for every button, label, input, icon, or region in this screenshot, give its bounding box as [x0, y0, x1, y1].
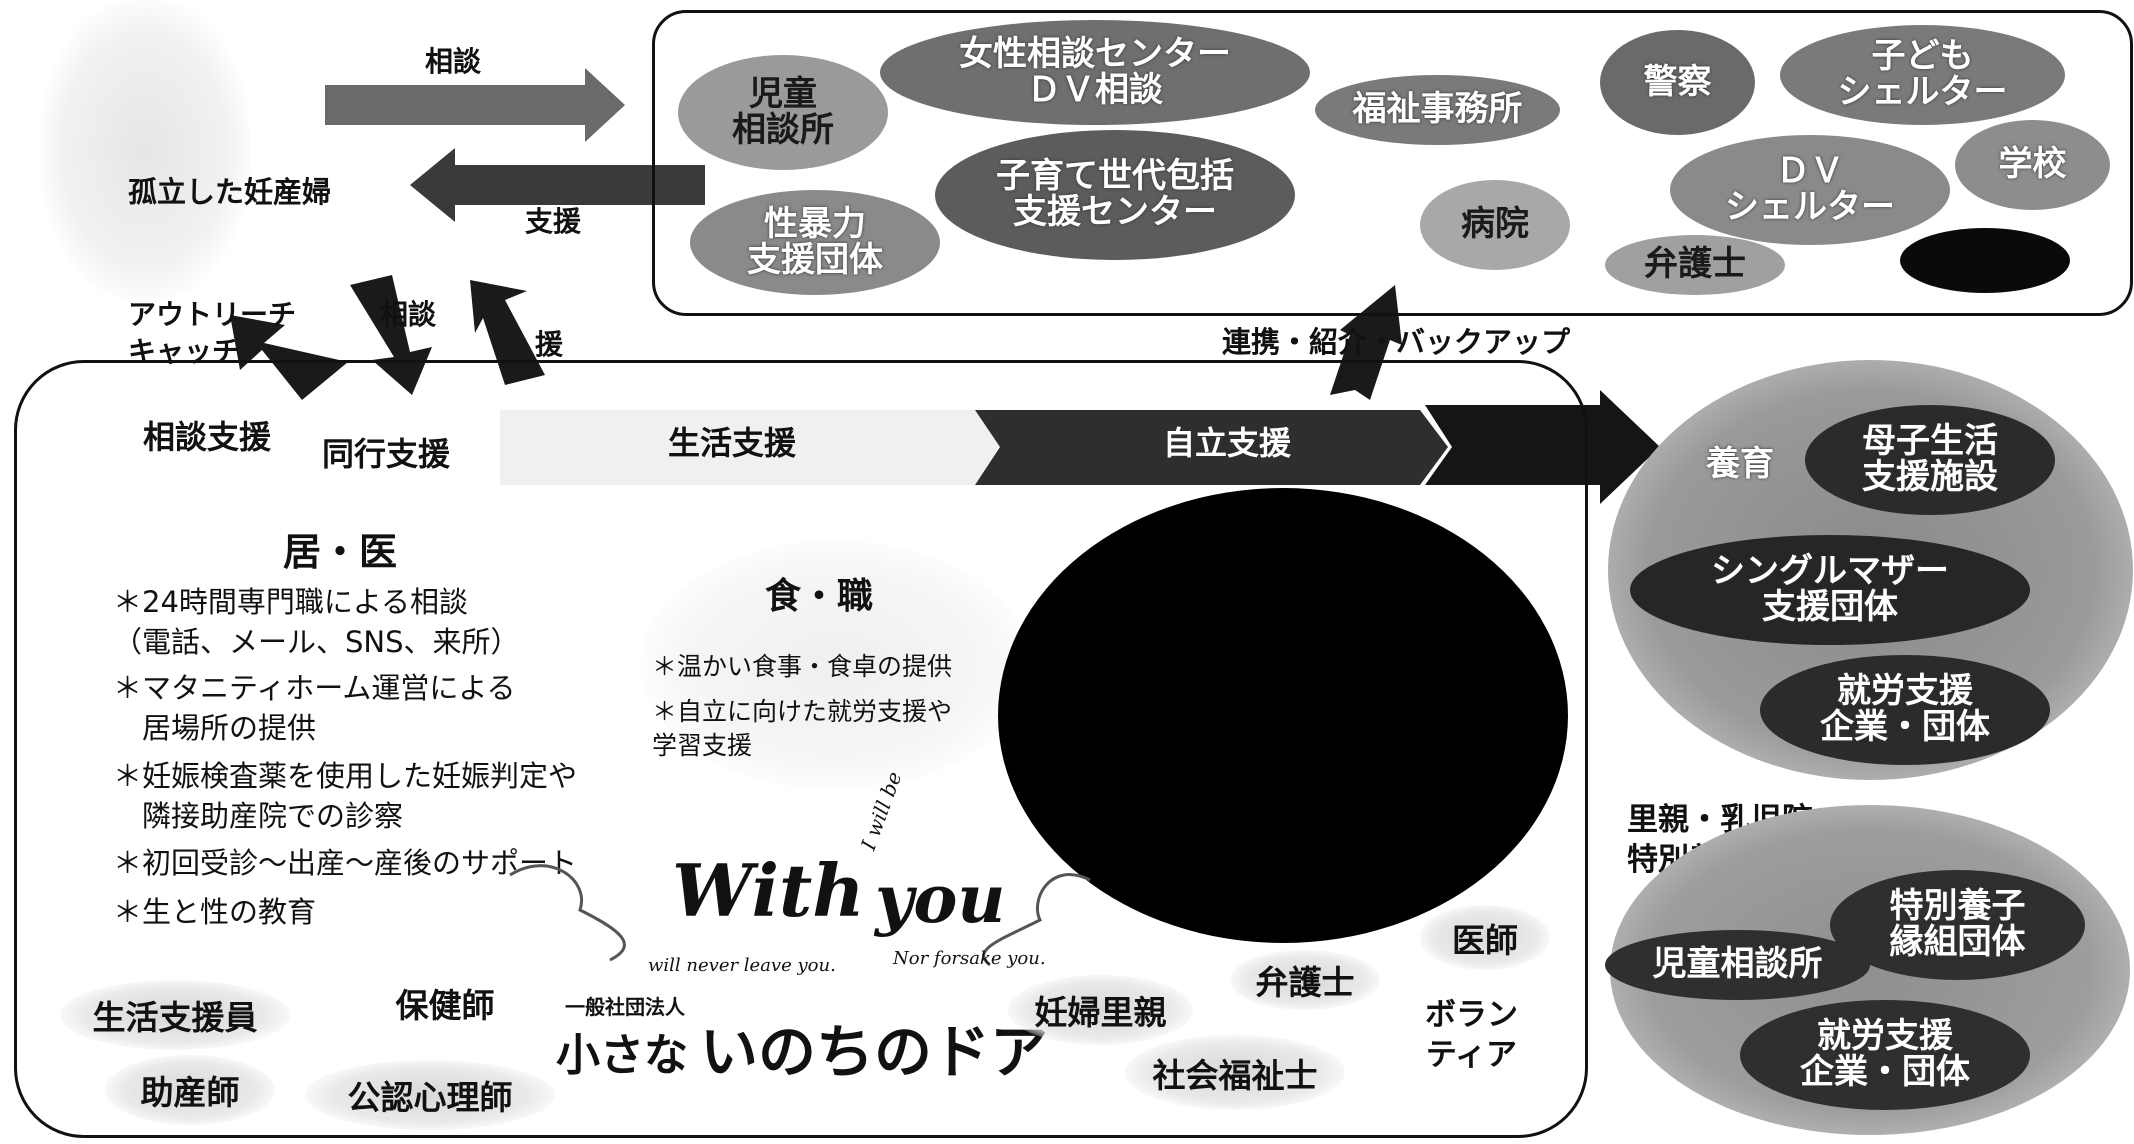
outreach-arrow — [230, 315, 348, 400]
housing-medical-heading: 居・医 — [283, 530, 398, 574]
housing-item-1: ＊24時間専門職による相談 （電話、メール、SNS、来所） — [113, 585, 520, 659]
consult-label-2: 相談 — [380, 298, 437, 331]
consult-arrow — [325, 68, 625, 142]
food-work-cloud — [640, 540, 1030, 790]
right-employment-org-2: 就労支援 企業・団体 — [1740, 1000, 2030, 1110]
housing-item-5: ＊生と性の教育 — [113, 895, 317, 929]
agency-child-shelter: 子ども シェルター — [1780, 25, 2065, 125]
link-label: 連携・紹介・バックアップ — [1222, 325, 1571, 359]
org-name-2: いのちのドア — [700, 1018, 1049, 1086]
logo-never-leave: will never leave you. — [648, 955, 836, 976]
logo-with: With — [672, 848, 865, 933]
consult-arrow-label: 相談 — [425, 45, 482, 78]
food-item-2: ＊自立に向けた就労支援や 学習支援 — [652, 697, 953, 760]
support-consult: 相談支援 — [143, 418, 272, 456]
consult-down-arrow — [350, 275, 432, 395]
agency-police: 警察 — [1600, 30, 1755, 135]
support-arrow — [410, 148, 705, 222]
right-mother-child-facility: 母子生活 支援施設 — [1805, 405, 2055, 515]
hand-swoosh-icons — [509, 864, 1091, 967]
support-band-dark — [975, 410, 1448, 485]
isolated-figure-halo — [40, 0, 250, 300]
housing-item-4: ＊初回受診～出産～産後のサポート — [113, 846, 578, 880]
food-work-heading: 食・職 — [765, 576, 874, 617]
agency-welfare-office: 福祉事務所 — [1315, 75, 1560, 145]
right-childcare: 養育 — [1706, 444, 1774, 485]
agency-hospital: 病院 — [1420, 180, 1570, 270]
isolated-label: 孤立した妊産婦 — [128, 175, 332, 209]
right-employment-org-1: 就労支援 企業・団体 — [1760, 655, 2050, 765]
agencies-box — [652, 10, 2133, 316]
food-item-1: ＊温かい食事・食卓の提供 — [652, 652, 953, 681]
support-label-2: 援 — [535, 328, 564, 361]
support-independence: 自立支援 — [1163, 424, 1292, 462]
housing-item-2: ＊マタニティホーム運営による 居場所の提供 — [113, 671, 516, 745]
staff-foster-parent: 妊婦里親 — [1008, 975, 1193, 1045]
agency-child-consultation: 児童 相談所 — [678, 55, 888, 170]
support-life: 生活支援 — [668, 424, 797, 462]
right-adoption-org: 特別養子 縁組団体 — [1830, 870, 2085, 980]
outreach-label-1: アウトリーチ — [128, 298, 297, 331]
support-arrow-label: 支援 — [525, 205, 582, 238]
staff-life-support: 生活支援員 — [60, 980, 290, 1050]
staff-volunteer: ボラン ティア — [1425, 997, 1518, 1073]
agency-dv-shelter: ＤＶ シェルター — [1670, 135, 1950, 245]
staff-psychologist: 公認心理師 — [305, 1060, 555, 1130]
main-box — [14, 360, 1588, 1138]
agency-redacted — [1900, 228, 2070, 293]
staff-public-health-nurse: 保健師 — [395, 985, 495, 1025]
org-prefix: 一般社団法人 — [565, 995, 685, 1019]
staff-lawyer: 弁護士 — [1230, 950, 1380, 1010]
right-single-mother-org: シングルマザー 支援団体 — [1630, 535, 2030, 645]
staff-social-worker: 社会福祉士 — [1125, 1035, 1345, 1110]
housing-item-3: ＊妊娠検査薬を使用した妊娠判定や 隣接助産院での診察 — [113, 759, 578, 833]
agency-school: 学校 — [1955, 120, 2110, 210]
agency-childcare-center: 子育て世代包括 支援センター — [935, 130, 1295, 260]
right-child-consultation: 児童相談所 — [1605, 930, 1870, 1000]
agency-lawyer: 弁護士 — [1605, 235, 1785, 295]
redacted-circle — [998, 488, 1568, 943]
agency-womens-center: 女性相談センター ＤＶ相談 — [880, 20, 1310, 125]
support-up-arrow — [470, 280, 545, 385]
staff-doctor: 医師 — [1420, 905, 1550, 970]
support-band-light — [500, 410, 1000, 485]
support-band-last — [1425, 390, 1660, 504]
logo-you: you — [875, 860, 1006, 938]
org-name-1: 小さな — [556, 1030, 688, 1081]
agency-sexual-violence: 性暴力 支援団体 — [690, 190, 940, 295]
support-accompany: 同行支援 — [322, 435, 451, 473]
logo-forsake: Nor forsake you. — [893, 948, 1046, 969]
staff-midwife: 助産師 — [105, 1055, 275, 1125]
